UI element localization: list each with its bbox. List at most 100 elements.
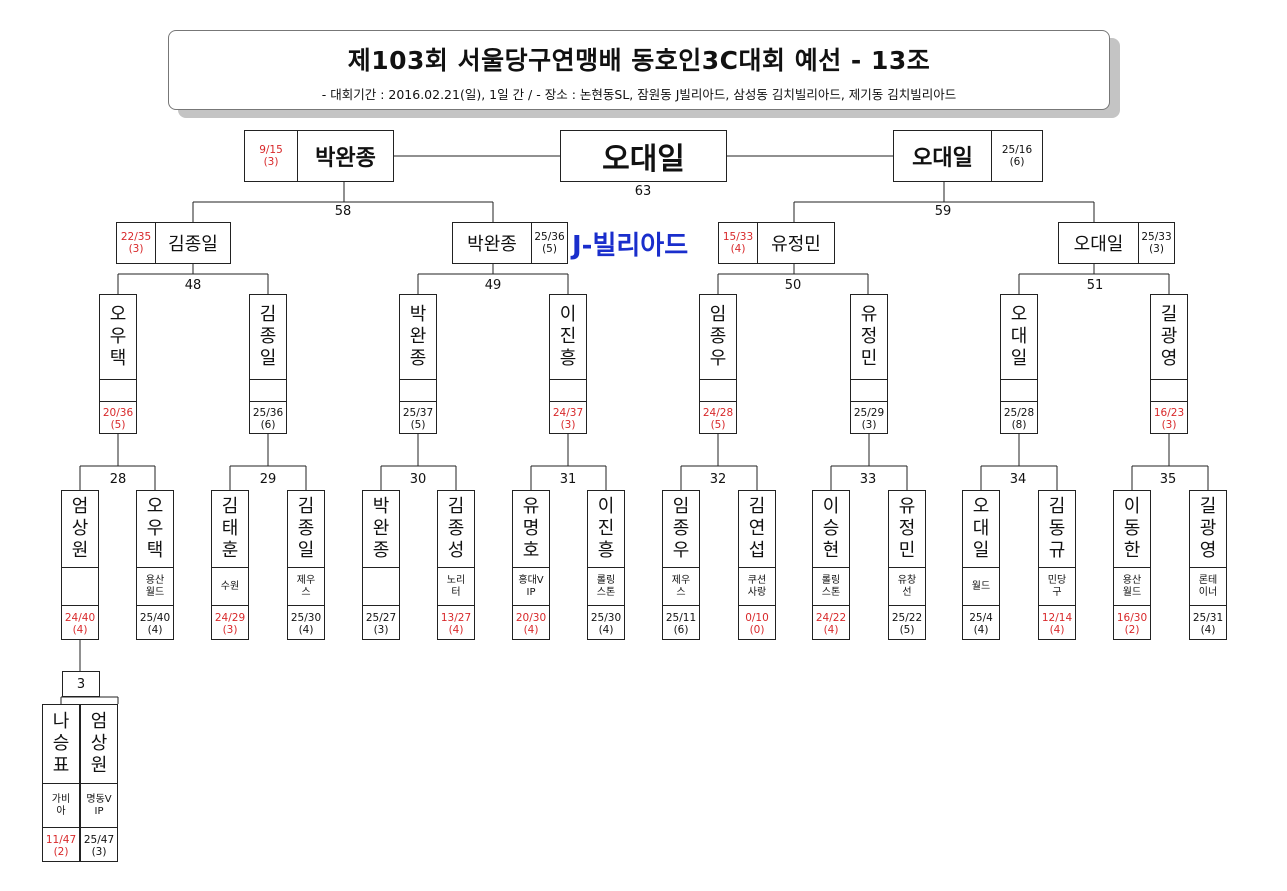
round32-player-3-score: 24/29(3) xyxy=(212,605,248,641)
round16-player-8-score: 16/23(3) xyxy=(1151,401,1187,435)
quarter-box-4[interactable]: 오대일 25/33(3) xyxy=(1058,222,1175,264)
round32-player-12-score: 25/22(5) xyxy=(889,605,925,641)
quarter-box-3[interactable]: 15/33(4) 유정민 xyxy=(718,222,835,264)
round16-player-4-club xyxy=(550,379,586,401)
round16-player-2-club xyxy=(250,379,286,401)
quarter-score-1: 22/35(3) xyxy=(117,223,156,263)
round16-player-5-score: 24/28(5) xyxy=(700,401,736,435)
round32-player-8-score: 25/30(4) xyxy=(588,605,624,641)
semifinal-left-score: 9/15(3) xyxy=(245,131,298,181)
quarter-name-4: 오대일 xyxy=(1059,223,1139,263)
match-number-31: 31 xyxy=(559,472,577,487)
quarter-box-1[interactable]: 22/35(3) 김종일 xyxy=(116,222,231,264)
round32-player-15-score: 16/30(2) xyxy=(1114,605,1150,641)
round32-player-2-score: 25/40(4) xyxy=(137,605,173,641)
quarter-name-3: 유정민 xyxy=(771,234,821,255)
semifinal-right-score: 25/16(6) xyxy=(1001,144,1033,168)
match-number-33: 33 xyxy=(859,472,877,487)
round32-player-1-club xyxy=(62,567,98,605)
venue-label: J-빌리아드 xyxy=(572,231,689,261)
match-number-58: 58 xyxy=(334,204,352,219)
round16-player-6-score: 25/29(3) xyxy=(851,401,887,435)
semifinal-right-box[interactable]: 오대일 25/16(6) xyxy=(893,130,1043,182)
round32-player-10-score: 0/10(0) xyxy=(739,605,775,641)
round16-player-8-club xyxy=(1151,379,1187,401)
round32-player-6-score: 13/27(4) xyxy=(438,605,474,641)
winner-box[interactable]: 오대일 xyxy=(560,130,727,182)
quarter-name-2: 박완종 xyxy=(453,223,532,263)
round16-player-5-club xyxy=(700,379,736,401)
match-number-34: 34 xyxy=(1009,472,1027,487)
quarter-box-2[interactable]: 박완종 25/36(5) xyxy=(452,222,568,264)
round16-player-2-score: 25/36(6) xyxy=(250,401,286,435)
match-number-51: 51 xyxy=(1086,278,1104,293)
quarter-score-3: 15/33(4) xyxy=(719,223,758,263)
match-number-50: 50 xyxy=(784,278,802,293)
match-number-48: 48 xyxy=(184,278,202,293)
round32-player-4-score: 25/30(4) xyxy=(288,605,324,641)
match-number-28: 28 xyxy=(109,472,127,487)
winner-name: 오대일 xyxy=(602,142,685,177)
round16-player-3-club xyxy=(400,379,436,401)
round32-player-14-score: 12/14(4) xyxy=(1039,605,1075,641)
round32-player-1-score: 24/40(4) xyxy=(62,605,98,641)
semifinal-left-box[interactable]: 9/15(3) 박완종 xyxy=(244,130,394,182)
round32-player-3-club: 수원 xyxy=(212,567,248,605)
